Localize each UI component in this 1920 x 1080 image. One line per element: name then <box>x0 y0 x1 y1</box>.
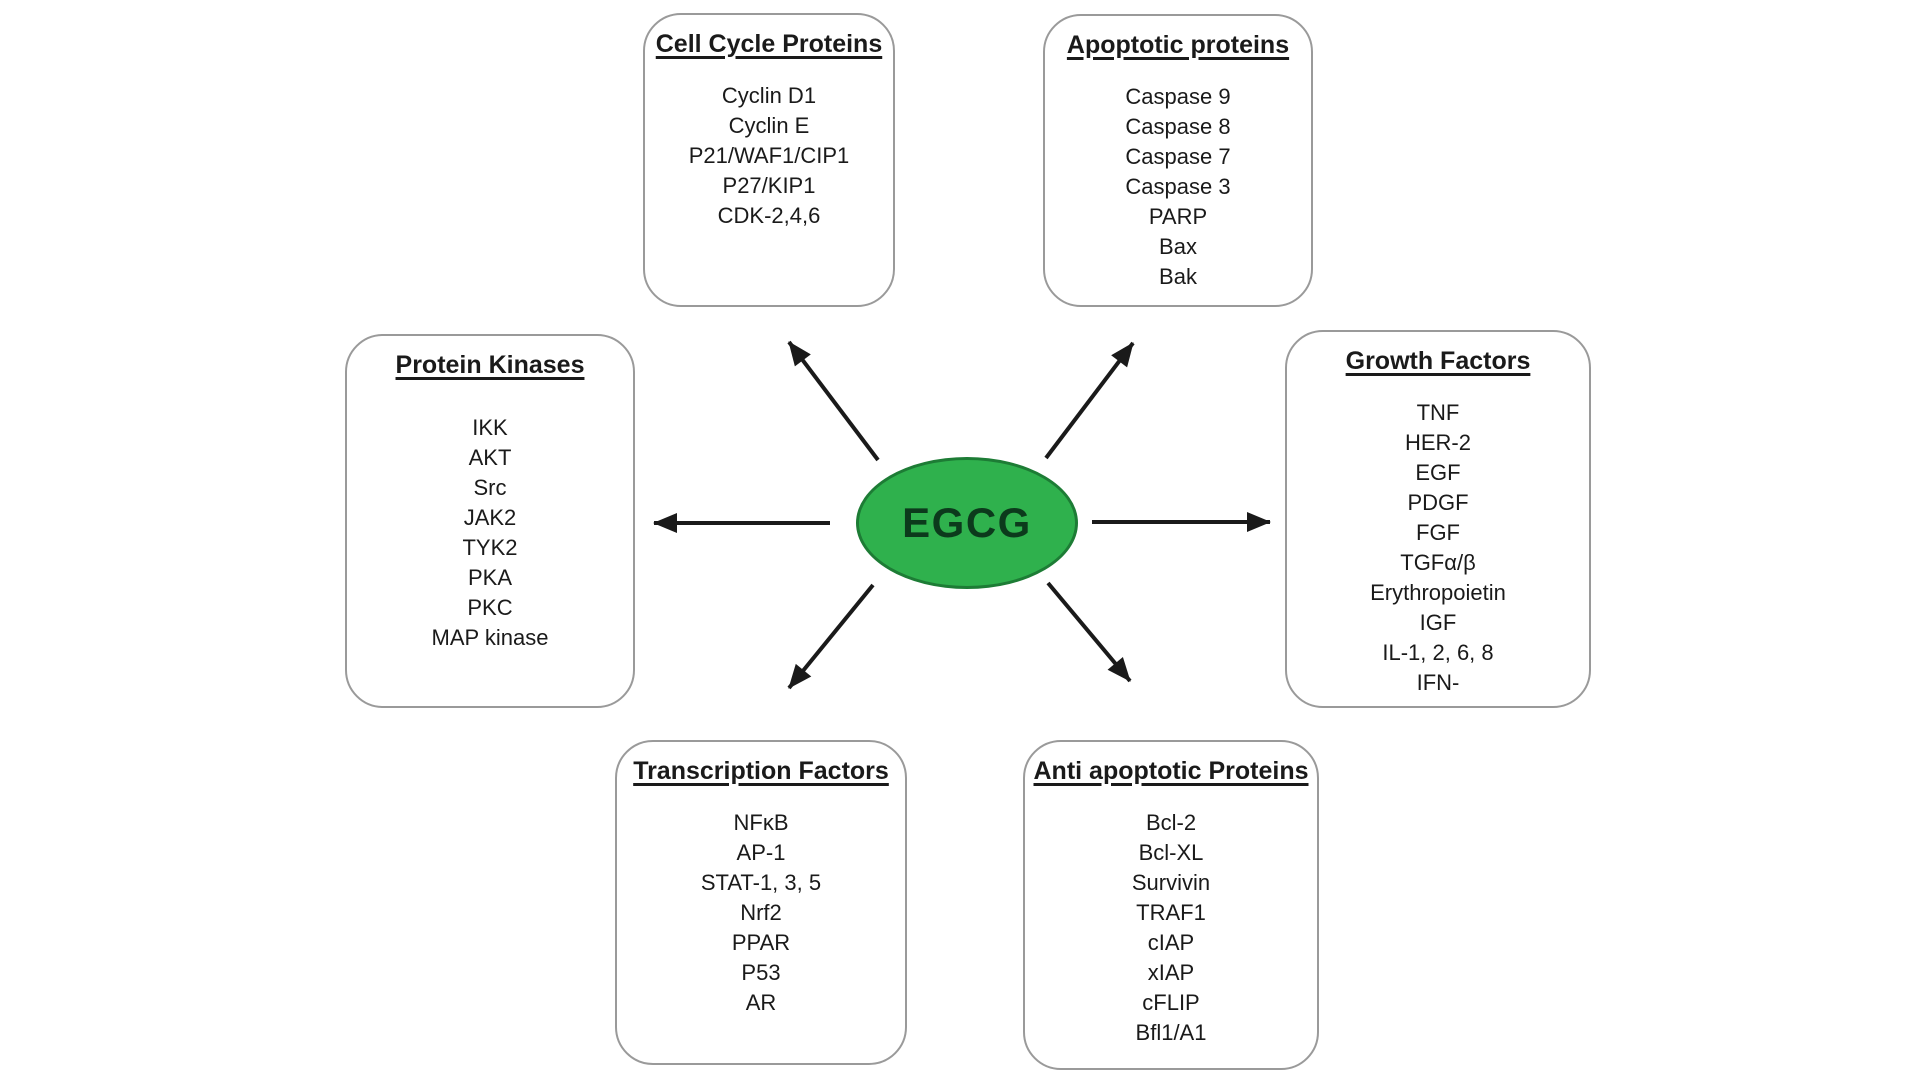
list-item: PKA <box>467 565 513 590</box>
arrow-to-apoptotic-proteins <box>1044 341 1135 460</box>
list-item: PARP <box>1148 204 1208 229</box>
list-item: Bcl-XL <box>1138 840 1204 865</box>
box-title-apoptotic-proteins: Apoptotic proteins <box>1066 31 1290 59</box>
box-title-growth-factors: Growth Factors <box>1345 347 1531 375</box>
box-title-anti-apoptotic-proteins: Anti apoptotic Proteins <box>1033 757 1309 785</box>
list-item: IL-1, 2, 6, 8 <box>1382 640 1494 665</box>
list-item: TNF <box>1416 400 1460 425</box>
list-item: Caspase 9 <box>1125 84 1231 109</box>
list-item: Caspase 8 <box>1125 114 1231 139</box>
list-item: Bak <box>1159 264 1197 289</box>
list-item: AKT <box>468 445 512 470</box>
list-item: NFκB <box>733 810 789 835</box>
list-item: cIAP <box>1147 930 1195 955</box>
list-item: P21/WAF1/CIP1 <box>688 143 850 168</box>
list-item: Survivin <box>1131 870 1211 895</box>
list-item: MAP kinase <box>431 625 549 650</box>
list-item: Bax <box>1159 234 1197 259</box>
list-item: HER-2 <box>1404 430 1471 455</box>
egcg-label: EGCG <box>902 499 1032 546</box>
list-item: PPAR <box>731 930 791 955</box>
list-item: Caspase 7 <box>1125 144 1231 169</box>
list-item: IFN- <box>1416 670 1460 695</box>
list-item: STAT-1, 3, 5 <box>700 870 822 895</box>
list-item: CDK-2,4,6 <box>717 203 821 228</box>
egcg-node: EGCG <box>856 457 1078 589</box>
list-item: TRAF1 <box>1136 900 1206 925</box>
list-item: TGFα/β <box>1400 550 1476 575</box>
list-item: Nrf2 <box>740 900 782 925</box>
list-item: AR <box>745 990 777 1015</box>
list-item: Caspase 3 <box>1125 174 1231 199</box>
box-cell-cycle-proteins: Cell Cycle Proteins Cyclin D1 Cyclin E P21… <box>643 13 895 307</box>
list-item: FGF <box>1416 520 1460 545</box>
list-item: Bcl-2 <box>1145 810 1197 835</box>
list-item: P27/KIP1 <box>722 173 816 198</box>
list-item: EGF <box>1415 460 1461 485</box>
list-item: AP-1 <box>736 840 786 865</box>
list-item: JAK2 <box>463 505 517 530</box>
list-item: IKK <box>472 415 508 440</box>
arrow-to-anti-apoptotic-proteins <box>1046 581 1132 683</box>
list-item: IGF <box>1419 610 1457 635</box>
list-item: cFLIP <box>1142 990 1200 1015</box>
list-item: PDGF <box>1407 490 1469 515</box>
box-items-apoptotic-proteins: Caspase 9 Caspase 8 Caspase 7 Caspase 3 PARP… <box>1045 82 1311 292</box>
list-item: Cyclin D1 <box>721 83 817 108</box>
arrow-to-transcription-factors <box>787 583 875 690</box>
box-title-cell-cycle-proteins: Cell Cycle Proteins <box>655 30 883 58</box>
box-title-protein-kinases: Protein Kinases <box>395 351 585 379</box>
list-item: P53 <box>741 960 781 985</box>
list-item: xIAP <box>1147 960 1195 985</box>
list-item: Src <box>473 475 507 500</box>
arrow-to-cell-cycle-proteins <box>787 340 880 462</box>
list-item: PKC <box>467 595 513 620</box>
list-item: Erythropoietin <box>1370 580 1506 605</box>
list-item: Bfl1/A1 <box>1135 1020 1207 1045</box>
list-item: TYK2 <box>462 535 518 560</box>
box-title-transcription-factors: Transcription Factors <box>633 757 889 785</box>
list-item: Cyclin E <box>728 113 810 138</box>
